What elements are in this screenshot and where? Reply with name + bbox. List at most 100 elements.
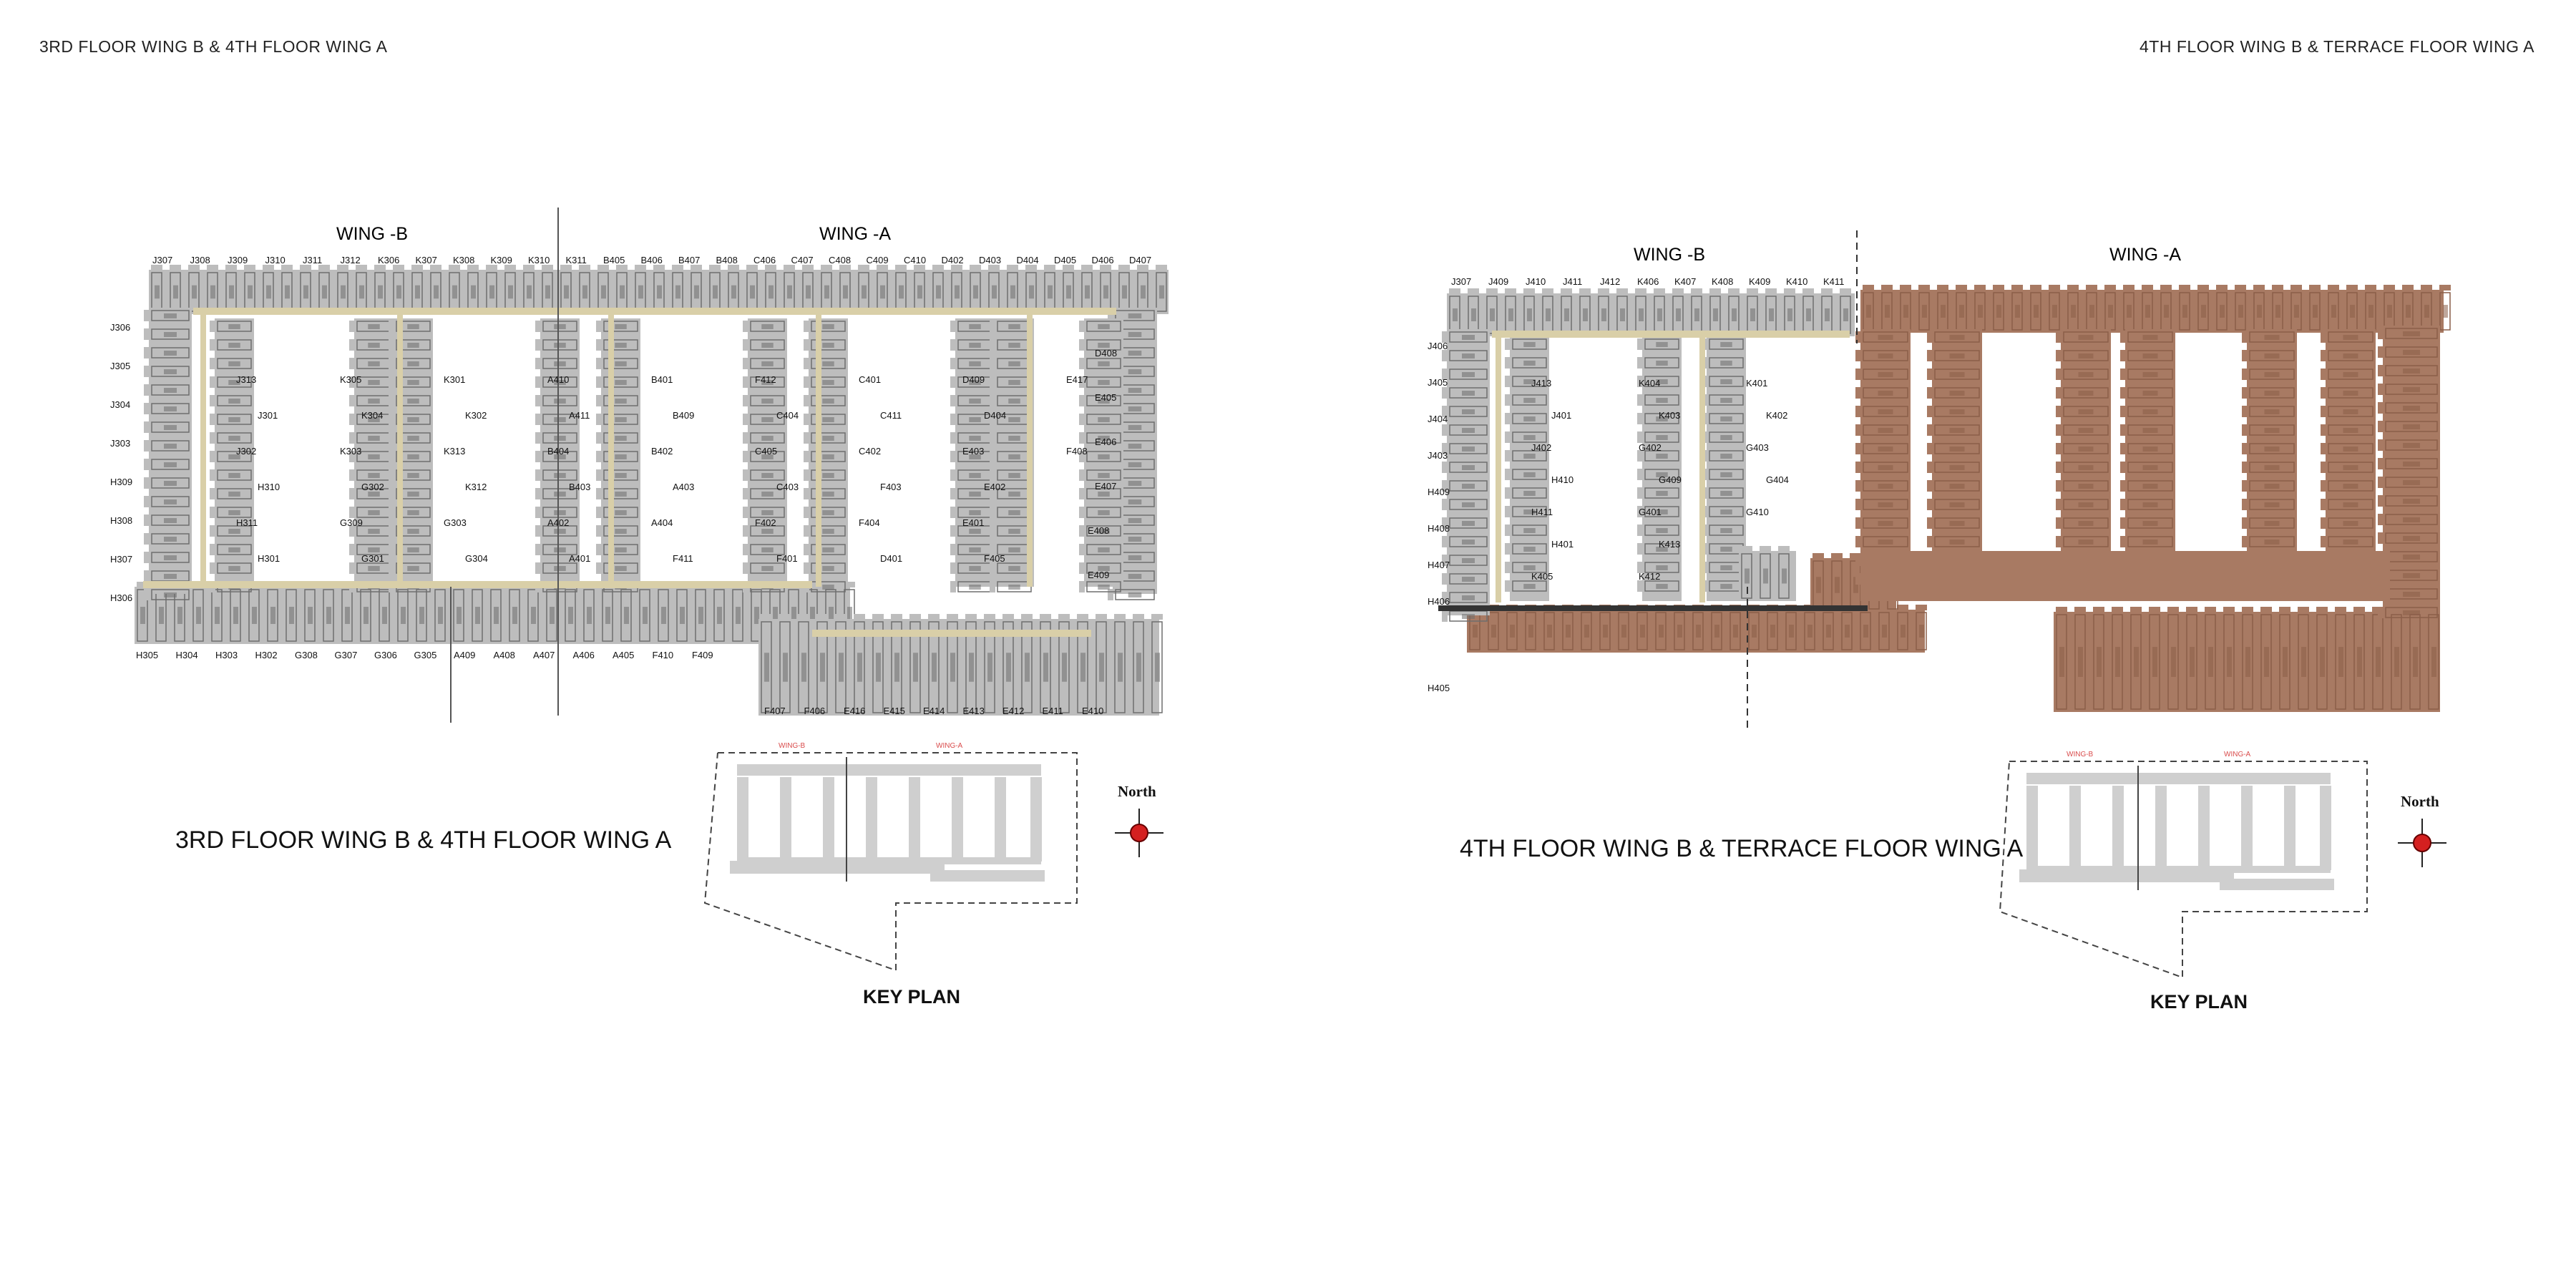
left-unit-label: E413 [963, 706, 985, 716]
left-unit-label: F406 [804, 706, 826, 716]
right-inner-column-b-0 [1637, 336, 1682, 601]
left-north-label: North [1118, 783, 1156, 800]
left-unit-label: K306 [378, 255, 399, 265]
left-unit-label: H302 [255, 650, 278, 660]
left-unit-label: J310 [265, 255, 286, 265]
left-unit-label: K310 [528, 255, 550, 265]
left-keyplan-column-3 [866, 777, 877, 862]
left-unit-label: G305 [414, 650, 437, 660]
left-unit-label: E407 [1095, 481, 1116, 492]
left-inner-column-a-3 [804, 318, 848, 592]
left-unit-label: E412 [1002, 706, 1024, 716]
left-unit-label: K304 [361, 410, 383, 421]
left-unit-label: E416 [844, 706, 865, 716]
left-keyplan-column-0 [737, 777, 748, 862]
right-unit-label: K402 [1766, 410, 1787, 421]
left-north-marker [1115, 809, 1163, 857]
right-unit-label: K401 [1746, 378, 1767, 389]
left-unit-label: D404 [984, 410, 1006, 421]
left-unit-label: B403 [569, 482, 590, 492]
right-unit-label: J402 [1531, 442, 1551, 453]
right-unit-label: J307 [1451, 276, 1471, 287]
right-unit-label: H408 [1428, 523, 1450, 534]
left-unit-label: D402 [942, 255, 964, 265]
left-corridor-vertical-1 [397, 308, 403, 587]
left-inner-column-b-1 [535, 318, 580, 592]
left-keyplan-spine [737, 857, 1041, 864]
left-unit-label: G308 [295, 650, 318, 660]
left-keyplan-column-2 [823, 777, 834, 862]
left-page-header: 3RD FLOOR WING B & 4TH FLOOR WING A [39, 37, 388, 56]
left-keyplan-top [737, 764, 1041, 776]
right-corridor-vertical-1 [1699, 331, 1705, 602]
right-keyplan-bottom-right [2220, 879, 2334, 890]
right-keyplan-column-5 [2241, 786, 2253, 870]
left-corridors [143, 308, 1116, 637]
left-unit-label: J305 [110, 361, 130, 371]
left-unit-label: C403 [776, 482, 799, 492]
right-unit-label: H407 [1428, 560, 1450, 570]
left-unit-label: K307 [416, 255, 437, 265]
right-unit-label: J405 [1428, 377, 1448, 388]
right-unit-label: K406 [1637, 276, 1659, 287]
left-unit-label: K312 [465, 482, 487, 492]
left-unit-label: D403 [979, 255, 1001, 265]
left-keyplan-column-1 [780, 777, 791, 862]
left-unit-label: G303 [444, 517, 467, 528]
right-unit-label: K404 [1639, 378, 1660, 389]
left-unit-label: E408 [1088, 525, 1109, 536]
left-unit-label: F411 [673, 553, 693, 564]
left-unit-label: A405 [613, 650, 634, 660]
left-unit-label: G302 [361, 482, 384, 492]
left-unit-label: H311 [236, 517, 258, 528]
left-corridor-vertical-4 [1027, 308, 1033, 587]
left-unit-label: F405 [984, 553, 1005, 564]
left-wing-b-label: WING -B [336, 224, 408, 244]
left-unit-label: E406 [1095, 436, 1116, 447]
right-unit-label: K409 [1749, 276, 1770, 287]
right-keyplan-column-2 [2112, 786, 2124, 870]
right-keyplan-column-3 [2155, 786, 2167, 870]
left-keyplan-blocks [730, 764, 1045, 882]
left-unit-label: G304 [465, 553, 488, 564]
left-unit-label: D401 [880, 553, 902, 564]
left-unit-label: J313 [236, 374, 256, 385]
terrace-column-3 [2120, 329, 2175, 585]
right-keyplan-blocks [2019, 773, 2334, 890]
left-unit-label: K303 [340, 446, 361, 457]
right-unit-label: H406 [1428, 596, 1450, 607]
left-unit-label: K302 [465, 410, 487, 421]
right-unit-label: K405 [1531, 571, 1553, 582]
left-unit-label: K301 [444, 374, 465, 385]
left-unit-label: B407 [678, 255, 700, 265]
left-unit-label: K313 [444, 446, 465, 457]
left-unit-label: J303 [110, 438, 130, 449]
right-unit-label: K411 [1823, 276, 1844, 287]
left-unit-label: K305 [340, 374, 361, 385]
left-key-plan-label: KEY PLAN [863, 986, 961, 1008]
left-unit-label: H306 [110, 592, 132, 603]
left-inner-column-a-0 [210, 318, 254, 592]
terrace-east-column [2378, 326, 2440, 618]
left-unit-label: F409 [692, 650, 713, 660]
left-unit-label: J306 [110, 322, 130, 333]
left-unit-label: E415 [884, 706, 905, 716]
right-key-plan: WING-B WING-A [1999, 751, 2446, 979]
right-corridor-0 [1492, 331, 1850, 338]
left-wing-a-label: WING -A [819, 224, 891, 244]
right-unit-label: J403 [1428, 450, 1448, 461]
right-top-row [1447, 288, 1855, 336]
terrace-bottom-row [1467, 605, 1927, 653]
left-unit-label: F410 [653, 650, 674, 660]
right-unit-blocks [1442, 288, 1855, 622]
right-unit-label: J406 [1428, 341, 1448, 351]
left-unit-label: E411 [1043, 706, 1063, 716]
left-corridor-vertical-0 [200, 308, 206, 587]
left-unit-label: J309 [228, 255, 248, 265]
left-unit-label: B404 [547, 446, 569, 457]
left-keyplan-column-4 [909, 777, 920, 862]
right-keyplan-column-6 [2284, 786, 2296, 870]
right-unit-label: G404 [1766, 474, 1789, 485]
